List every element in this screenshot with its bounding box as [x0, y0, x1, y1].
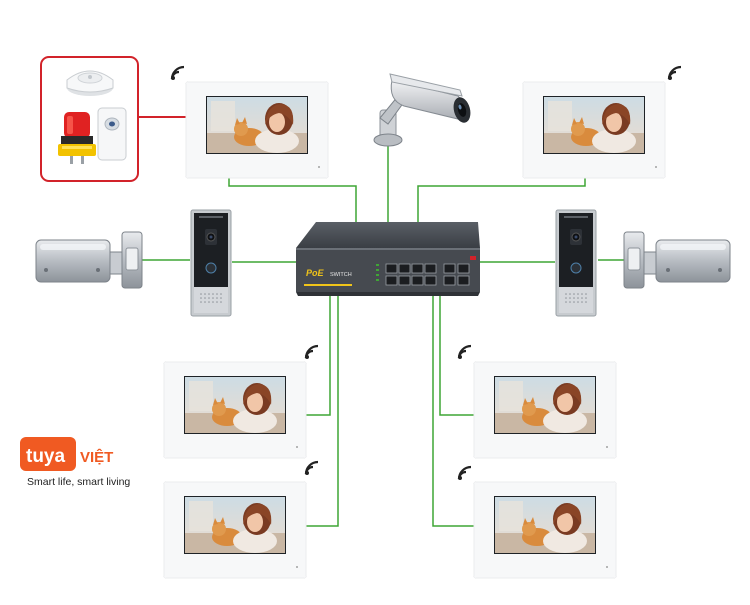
logo-partner: VIỆT [80, 448, 113, 466]
wire-monitor-top-left [228, 178, 357, 222]
switch-ports [376, 256, 476, 286]
network-wires [138, 116, 632, 527]
monitor-mid-right [474, 362, 616, 458]
monitor-top-right [523, 82, 665, 178]
door-station-right [555, 209, 597, 317]
monitor-top-left [186, 82, 328, 178]
door-lock-icon [623, 231, 731, 289]
logo-brand: tuya [26, 446, 66, 467]
logo-tagline: Smart life, smart living [27, 476, 130, 488]
smoke-detector-icon [66, 70, 114, 96]
wire-monitor-mid-left [306, 292, 331, 416]
tuya-logo [20, 437, 128, 471]
motion-sensor-icon [97, 107, 127, 161]
wire-monitor-top-right [417, 178, 586, 222]
wire-monitor-bottom-left [306, 292, 339, 527]
wifi-icon [303, 344, 320, 361]
wifi-icon [456, 465, 473, 482]
wire-monitor-bottom-right [432, 292, 474, 527]
poe-switch [296, 222, 480, 296]
wire-monitor-mid-right [439, 292, 474, 416]
wifi-icon [169, 65, 186, 82]
logo-badge [20, 437, 76, 471]
door-station-left [190, 209, 232, 317]
monitor-bottom-right [474, 482, 616, 578]
siren-icon [58, 112, 96, 164]
wifi-icon [456, 344, 473, 361]
cctv-camera-icon [373, 73, 471, 147]
switch-model-label: SWITCH [330, 272, 352, 278]
switch-brand-label: PoE [306, 268, 325, 278]
wifi-icon [666, 65, 683, 82]
door-lock-icon [35, 231, 143, 289]
monitor-bottom-left [164, 482, 306, 578]
alarm-sensors-panel [40, 56, 139, 182]
monitor-mid-left [164, 362, 306, 458]
wifi-icon [303, 460, 320, 477]
